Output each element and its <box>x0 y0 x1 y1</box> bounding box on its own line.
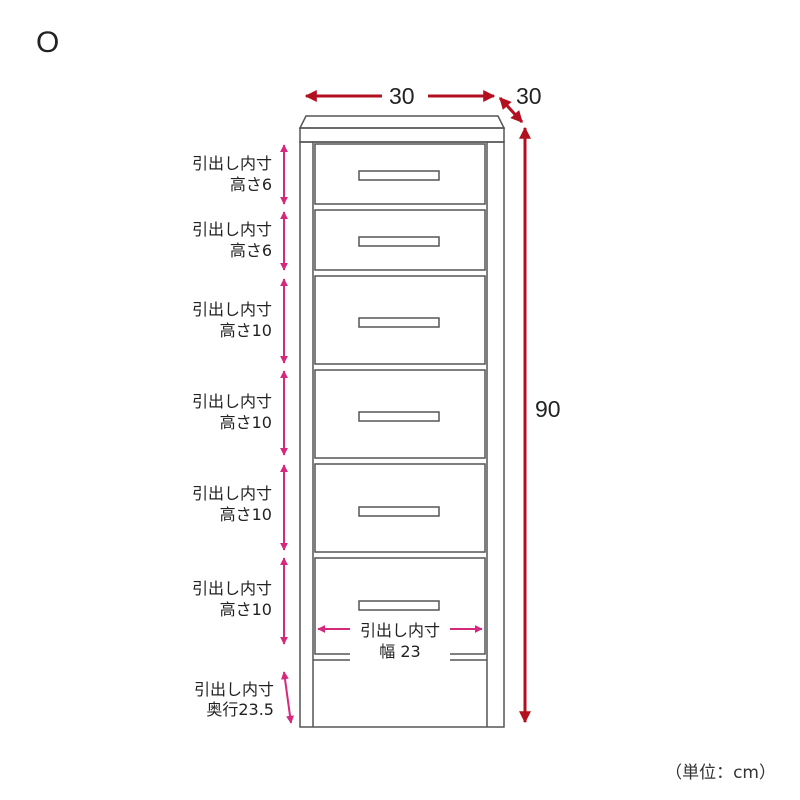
cabinet-top-front <box>299 127 505 143</box>
handle-6 <box>358 600 440 611</box>
height-value: 90 <box>535 396 561 422</box>
handle-5 <box>358 506 440 517</box>
inner-width-label-line1: 引出し内寸 <box>359 621 440 640</box>
inner-depth-label: 引出し内寸 奥行23.5 <box>194 680 274 720</box>
inner-depth-label-line2: 奥行23.5 <box>206 700 274 719</box>
drawer-label-4-line1: 引出し内寸 <box>191 392 272 411</box>
drawer-handles <box>358 170 440 611</box>
inner-depth-arrow <box>281 671 294 724</box>
units-note: （単位：cm） <box>665 763 776 783</box>
depth-arrow <box>498 96 524 124</box>
inner-depth-label-line1: 引出し内寸 <box>193 680 274 699</box>
drawer-label-6: 引出し内寸 高さ10 <box>192 578 272 620</box>
cabinet <box>298 115 506 728</box>
handle-4 <box>358 411 440 422</box>
drawer-label-4: 引出し内寸 高さ10 <box>192 391 272 433</box>
handle-3 <box>358 317 440 328</box>
depth-value: 30 <box>516 83 542 109</box>
inner-width-label: 引出し内寸 幅 23 <box>350 620 450 662</box>
handle-2 <box>358 236 440 247</box>
drawer-label-2-line1: 引出し内寸 <box>191 220 272 239</box>
drawer-label-3: 引出し内寸 高さ10 <box>192 299 272 341</box>
drawer-label-5-line1: 引出し内寸 <box>191 484 272 503</box>
drawer-label-5-line2: 高さ10 <box>219 505 272 524</box>
drawer-label-4-line2: 高さ10 <box>219 413 272 432</box>
drawer-label-1-line1: 引出し内寸 <box>191 154 272 173</box>
drawer-label-5: 引出し内寸 高さ10 <box>192 483 272 525</box>
drawer-label-1-line2: 高さ6 <box>229 175 272 194</box>
handle-1 <box>358 170 440 181</box>
width-value: 30 <box>389 83 415 109</box>
cabinet-body <box>299 141 505 728</box>
corner-label: O <box>36 26 60 59</box>
drawer-label-3-line2: 高さ10 <box>219 321 272 340</box>
drawer-height-arrows <box>280 144 483 724</box>
drawer-fronts <box>314 143 486 655</box>
drawer-label-6-line2: 高さ10 <box>219 600 272 619</box>
drawer-label-1: 引出し内寸 高さ6 <box>192 153 272 195</box>
cabinet-top <box>298 115 506 129</box>
drawer-label-2-line2: 高さ6 <box>229 241 272 260</box>
inner-width-label-line2: 幅 23 <box>379 642 421 661</box>
drawer-label-3-line1: 引出し内寸 <box>191 300 272 319</box>
drawer-label-2: 引出し内寸 高さ6 <box>192 219 272 261</box>
drawer-label-6-line1: 引出し内寸 <box>191 579 272 598</box>
